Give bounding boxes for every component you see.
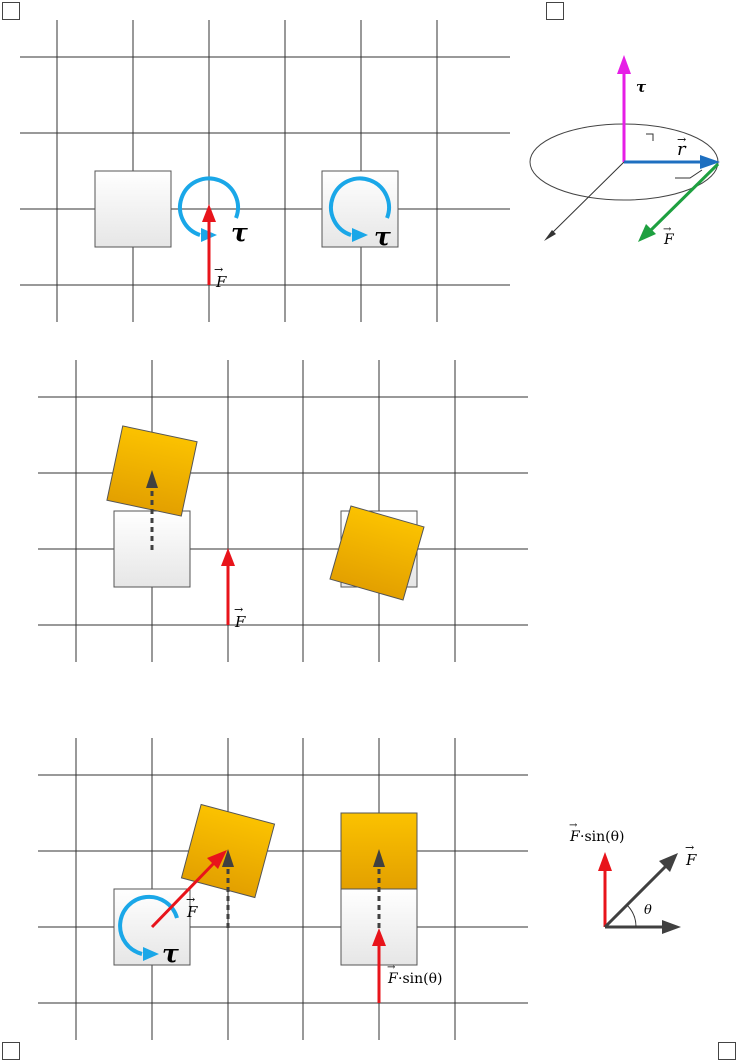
force-label-arrow: → (387, 962, 396, 973)
torque-label: τ (231, 218, 248, 247)
horizontal-axis-arrow (605, 920, 681, 934)
force-label: F (215, 273, 227, 291)
force-vector-3d (648, 162, 720, 233)
angle-arc (626, 904, 637, 928)
force-label: F (663, 232, 675, 248)
panel-grid-2 (38, 360, 528, 662)
right-angle-icon (675, 169, 703, 179)
radius-label: r (677, 139, 687, 160)
force-arrow (150, 850, 227, 929)
force-decomposition: θ → F → F ·sin(θ) (569, 820, 697, 934)
force-arrow (202, 204, 216, 285)
radius-label-arrow: → (677, 133, 686, 146)
force-sin-label: ·sin(θ) (580, 829, 624, 845)
dashed-arrow (146, 470, 158, 550)
force-label: F (387, 971, 399, 987)
force-label-arrow: → (186, 893, 195, 906)
vertical-component-arrow (598, 852, 612, 927)
corner-marker-icon (718, 1042, 736, 1060)
corner-marker-icon (2, 1042, 20, 1060)
torque-label: τ (162, 939, 179, 968)
force-label-arrow: → (569, 820, 578, 831)
force-label: F (685, 851, 697, 869)
torque-label: τ (374, 222, 391, 251)
dashed-arrow (373, 849, 385, 928)
force-arrow (372, 928, 386, 1003)
force-label: F (569, 829, 581, 845)
force-label-arrow: → (234, 603, 243, 616)
force-label-arrow: → (663, 224, 672, 235)
dashed-arrow (222, 849, 234, 928)
panel-grid-1 (20, 20, 510, 322)
corner-marker-icon (546, 2, 564, 20)
force-sin-label: ·sin(θ) (398, 971, 442, 987)
rotation-arrow-icon (118, 894, 179, 961)
right-angle-icon (646, 133, 654, 141)
torque-3d-diagram: τ → r → F (529, 55, 720, 248)
rotation-arrow-icon (329, 176, 391, 242)
theta-label: θ (644, 903, 652, 918)
torque-label: τ (636, 78, 647, 96)
force-vector (603, 853, 678, 929)
force-label-arrow: → (685, 841, 694, 854)
force-label: F (186, 903, 198, 921)
corner-marker-icon (2, 2, 20, 20)
panel-grid-3 (38, 738, 528, 1040)
force-label: F (234, 613, 246, 631)
force-label-arrow: → (214, 263, 223, 276)
block-orange (329, 505, 425, 601)
force-arrow (221, 548, 235, 625)
block-white (94, 170, 172, 248)
